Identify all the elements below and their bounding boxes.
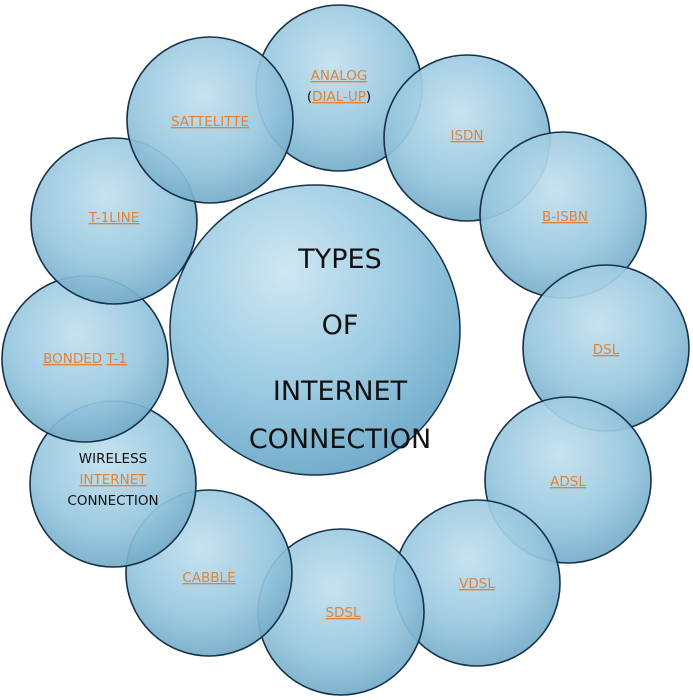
- link-text-bonded[interactable]: T-1: [105, 351, 126, 367]
- label-dsl-line-1: DSL: [593, 342, 620, 358]
- label-analog-line-1: ANALOG: [311, 68, 368, 84]
- plain-text-analog: ): [366, 89, 371, 105]
- label-adsl-line-1: ADSL: [550, 474, 586, 490]
- bubble-sattelitte: [126, 36, 294, 204]
- link-text-adsl[interactable]: ADSL: [550, 474, 586, 490]
- label-bonded-line-1: BONDED T-1: [43, 351, 127, 367]
- link-text-sdsl[interactable]: SDSL: [325, 605, 361, 621]
- link-text-analog[interactable]: DIAL-UP: [312, 89, 366, 105]
- center-title-line-2: OF: [322, 310, 359, 341]
- plain-text-wireless: CONNECTION: [67, 493, 158, 509]
- label-cabble-line-1: CABBLE: [182, 570, 235, 586]
- link-text-cabble[interactable]: CABBLE: [182, 570, 235, 586]
- link-text-bonded[interactable]: BONDED: [43, 351, 102, 367]
- label-wireless-line-3: CONNECTION: [67, 493, 158, 509]
- link-text-t1line[interactable]: T-1LINE: [88, 210, 140, 226]
- link-text-vdsl[interactable]: VDSL: [459, 576, 495, 592]
- center-hub: TYPES OF INTERNET CONNECTION: [169, 184, 461, 476]
- link-text-wireless[interactable]: INTERNET: [79, 472, 147, 488]
- plain-text-wireless: WIRELESS: [79, 451, 147, 467]
- label-isdn-line-1: ISDN: [450, 128, 483, 144]
- center-title-line-1: TYPES: [297, 244, 381, 275]
- link-text-sattelitte[interactable]: SATTELITTE: [171, 114, 249, 130]
- link-text-b-isbn[interactable]: B-ISBN: [542, 209, 588, 225]
- link-text-isdn[interactable]: ISDN: [450, 128, 483, 144]
- label-sdsl-line-1: SDSL: [325, 605, 361, 621]
- link-text-dsl[interactable]: DSL: [593, 342, 620, 358]
- label-wireless-line-2: INTERNET: [79, 472, 147, 488]
- label-wireless-line-1: WIRELESS: [79, 451, 147, 467]
- plain-text-analog: (: [307, 89, 312, 105]
- center-title-line-3: INTERNET: [273, 376, 408, 407]
- center-title-line-4: CONNECTION: [249, 424, 431, 455]
- link-text-analog[interactable]: ANALOG: [311, 68, 368, 84]
- label-sattelitte-line-1: SATTELITTE: [171, 114, 249, 130]
- center-circle: [169, 184, 461, 476]
- label-b-isbn-line-1: B-ISBN: [542, 209, 588, 225]
- label-analog-line-2: (DIAL-UP): [307, 89, 371, 105]
- label-t1line-line-1: T-1LINE: [88, 210, 140, 226]
- label-vdsl-line-1: VDSL: [459, 576, 495, 592]
